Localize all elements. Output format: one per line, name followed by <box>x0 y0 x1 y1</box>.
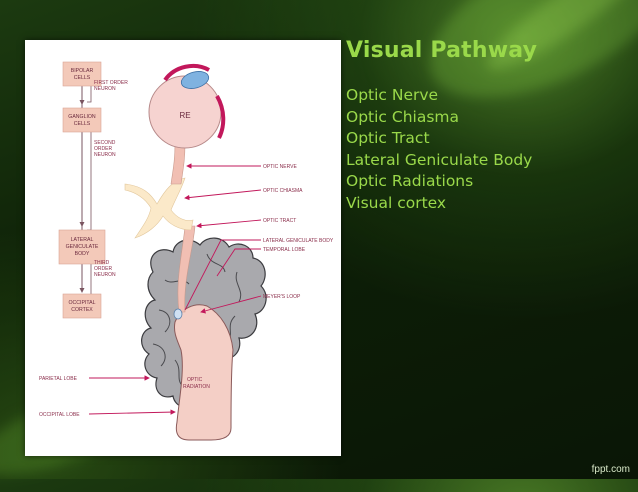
label-optic-chiasma: OPTIC CHIASMA <box>263 188 303 194</box>
pointer-optic-tract <box>196 219 262 229</box>
optic-nerve <box>170 143 186 185</box>
visual-pathway-diagram: BIPOLAR CELLS GANGLION CELLS LATERAL GEN… <box>25 40 341 456</box>
slide-text-block: Visual Pathway Optic Nerve Optic Chiasma… <box>346 38 626 214</box>
diagram-svg: BIPOLAR CELLS GANGLION CELLS LATERAL GEN… <box>39 61 334 441</box>
pointer-meyers-loop <box>200 295 262 314</box>
list-item: Optic Tract <box>346 129 430 147</box>
pathway-list: Optic Nerve Optic Chiasma Optic Tract La… <box>346 85 626 214</box>
pointer-optic-chiasma <box>184 189 262 201</box>
optic-radiation <box>174 304 234 441</box>
box-label: CELLS <box>74 121 91 127</box>
eye-muscle <box>163 63 210 82</box>
eye-label: RE <box>179 111 190 120</box>
radiation-label: OPTIC <box>187 377 203 383</box>
neuron-label: NEURON <box>94 152 116 158</box>
list-item: Optic Nerve <box>346 86 439 104</box>
neuron-label: ORDER <box>94 266 112 272</box>
neuron-label: NEURON <box>94 86 116 92</box>
label-meyers-loop: MEYER'S LOOP <box>263 294 301 300</box>
neuron-label: ORDER <box>94 146 112 152</box>
ganglion-cells-box <box>62 107 102 133</box>
list-item: Optic Radiations <box>346 172 474 190</box>
box-label: CELLS <box>74 75 91 81</box>
neuron-label: SECOND <box>94 140 116 146</box>
lateral-geniculate-nucleus <box>173 308 183 320</box>
label-parietal-lobe: PARIETAL LOBE <box>39 376 78 382</box>
neuron-label: FIRST ORDER <box>94 80 128 86</box>
list-item: Optic Chiasma <box>346 107 459 126</box>
box-label: BODY <box>75 251 90 257</box>
slide-title: Visual Pathway <box>346 38 538 63</box>
occipital-cortex-box <box>62 293 102 319</box>
box-label: BIPOLAR <box>71 68 94 74</box>
cornea <box>180 71 210 89</box>
bipolar-cells-box <box>62 61 102 87</box>
box-label: GANGLION <box>68 114 96 120</box>
optic-chiasma-shape <box>124 177 194 239</box>
list-item: Visual cortex <box>346 193 447 212</box>
footer-credit: fppt.com <box>591 464 630 475</box>
radiation-label: RADIATION <box>183 384 210 390</box>
label-optic-nerve: OPTIC NERVE <box>263 164 297 170</box>
neuron-label: THIRD <box>94 260 110 266</box>
pointer-temporal-lobe <box>216 248 261 277</box>
pointer-occipital-lobe <box>88 409 176 415</box>
lateral-geniculate-body-box <box>58 229 106 265</box>
box-label: OCCIPITAL <box>69 300 96 306</box>
box-label: LATERAL <box>71 237 94 243</box>
label-temporal-lobe: TEMPORAL LOBE <box>263 247 306 253</box>
neuron-label: NEURON <box>94 272 116 278</box>
label-occipital-lobe: OCCIPITAL LOBE <box>39 412 80 418</box>
box-label: GENICULATE <box>66 244 99 250</box>
optic-tract <box>177 225 196 313</box>
label-optic-tract: OPTIC TRACT <box>263 218 296 224</box>
eye-muscle <box>215 95 226 139</box>
list-item: Lateral Geniculate Body <box>346 150 533 169</box>
label-lateral-geniculate-body: LATERAL GENICULATE BODY <box>263 238 334 244</box>
pointer-lateral-geniculate <box>184 239 261 311</box>
box-label: CORTEX <box>71 307 93 313</box>
